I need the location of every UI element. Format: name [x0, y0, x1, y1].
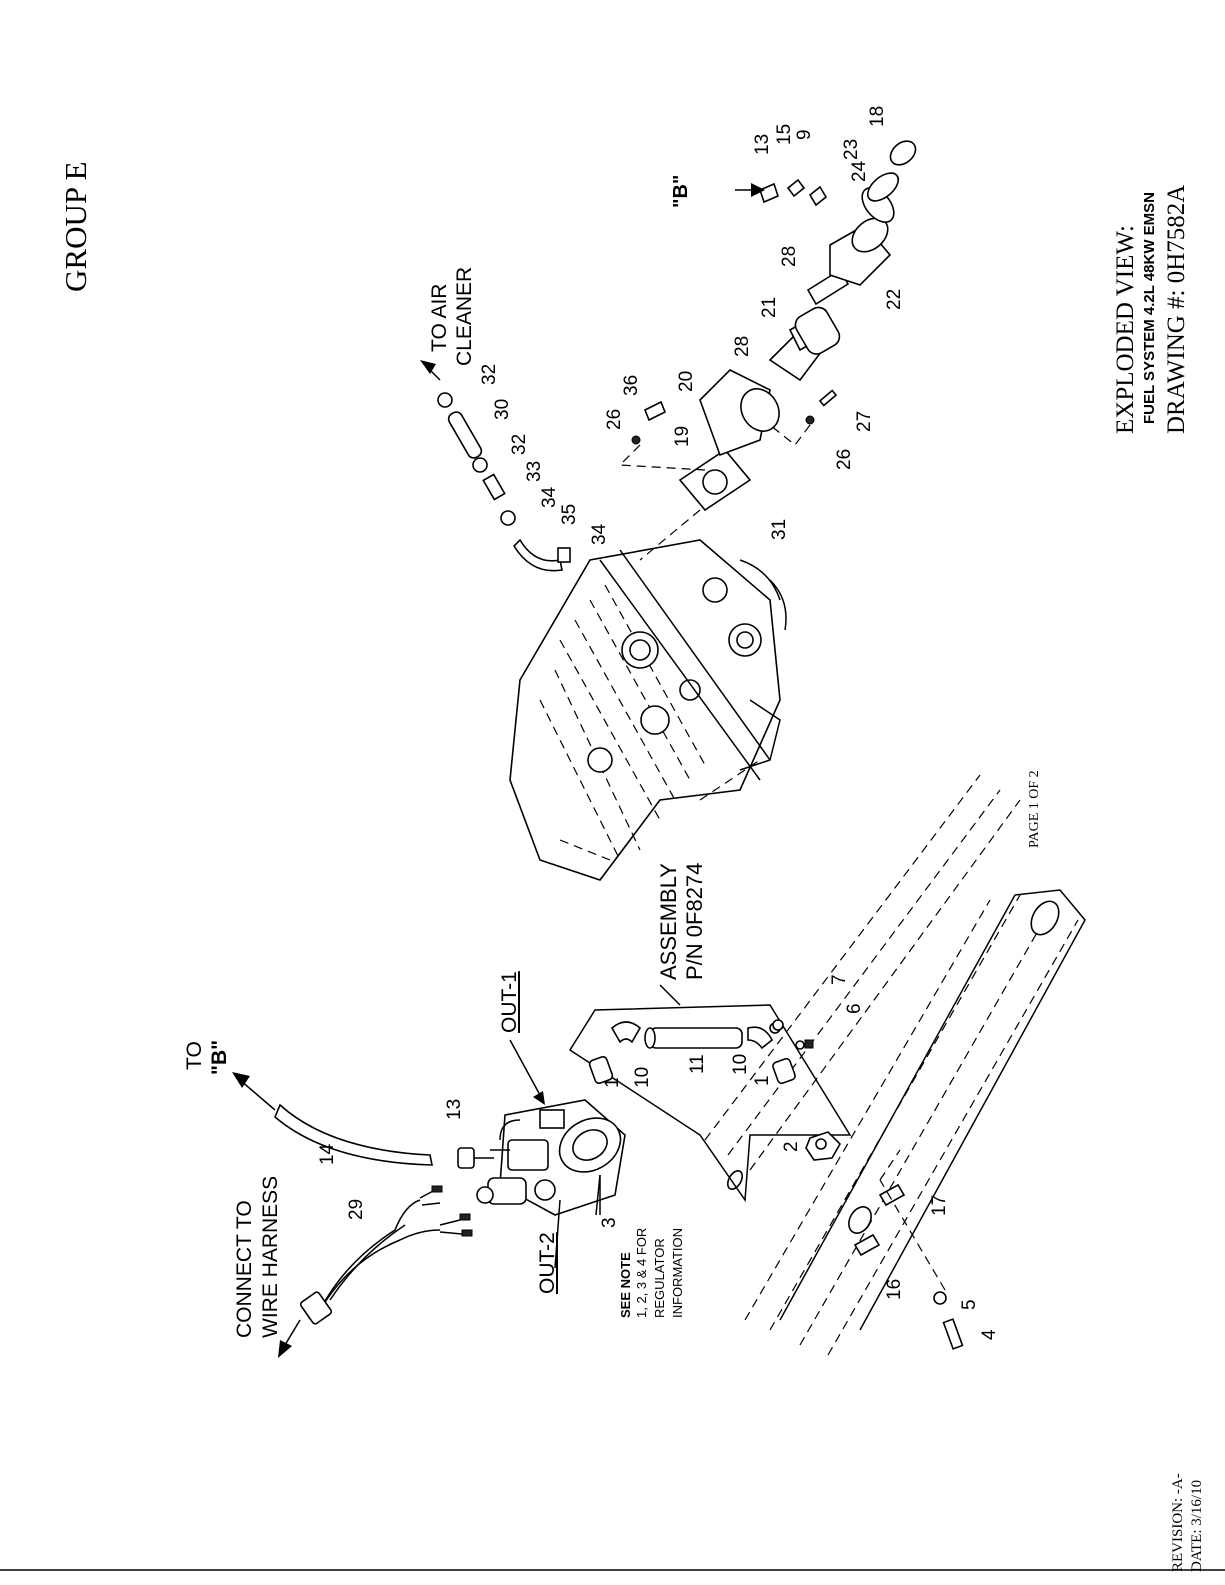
hose-14	[232, 1072, 494, 1169]
part-number: 19	[672, 426, 693, 447]
part-number: 10	[730, 1054, 751, 1075]
part-number: 32	[479, 364, 500, 385]
part-number: 29	[346, 1199, 367, 1220]
part-number: 2	[781, 1141, 802, 1152]
part-number: 33	[524, 461, 545, 482]
part-number: 28	[732, 336, 753, 357]
part-number: 26	[604, 409, 625, 430]
part-number: 10	[632, 1067, 653, 1088]
part-number: 9	[794, 129, 815, 140]
part-number: 30	[492, 399, 513, 420]
part-number: 13	[444, 1099, 465, 1120]
frame-rails	[704, 774, 1086, 1356]
part-number: 17	[929, 1195, 950, 1216]
part-number: 4	[979, 1329, 1000, 1340]
part-number: 26	[834, 449, 855, 470]
part-number: 18	[867, 106, 888, 127]
part-number: 31	[769, 519, 790, 540]
part-number: 34	[589, 523, 610, 545]
part-number: 5	[959, 1299, 980, 1310]
part-number: 15	[774, 124, 795, 145]
leader-lines	[509, 1039, 601, 1269]
part-number: 36	[621, 375, 642, 396]
assembly-parts	[588, 1021, 841, 1161]
part-number: 6	[844, 1003, 865, 1014]
part-number: 1	[602, 1077, 623, 1088]
part-number: 34	[539, 486, 560, 508]
part-number: 3	[599, 1217, 620, 1228]
part-number: 14	[317, 1143, 338, 1165]
intake-parts	[618, 140, 917, 561]
part-number: 16	[884, 1279, 905, 1300]
part-number: 28	[779, 246, 800, 267]
part-number: 27	[854, 411, 875, 432]
wire-harness	[278, 1185, 473, 1358]
air-cleaner-hose	[420, 183, 765, 572]
part-number: 23	[841, 139, 862, 160]
part-number: 13	[752, 134, 773, 155]
part-number: 24	[849, 160, 870, 182]
bolt-4-5	[772, 1019, 964, 1350]
part-number: 22	[884, 289, 905, 310]
part-number: 20	[676, 371, 697, 392]
regulator	[476, 1099, 626, 1216]
part-number: 7	[829, 974, 850, 985]
part-number: 11	[687, 1054, 708, 1074]
part-number: 32	[509, 434, 530, 455]
part-number: 35	[559, 504, 580, 525]
part-number: 21	[759, 297, 780, 318]
engine-block	[509, 539, 787, 881]
part-number: 1	[752, 1075, 773, 1086]
part-numbers: 1 10 11 10 1 7 6 2 17 16 5 4 3 13 14 29 …	[317, 106, 1000, 1340]
